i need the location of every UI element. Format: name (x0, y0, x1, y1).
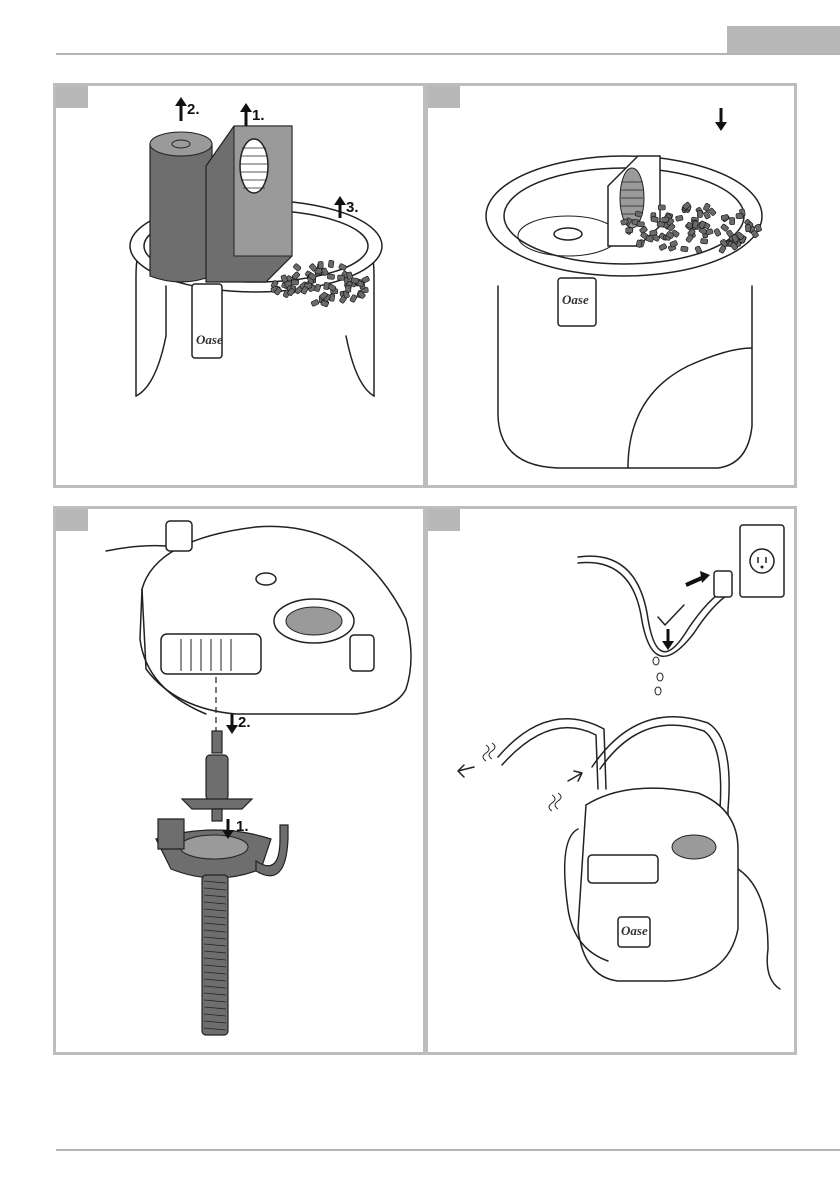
header-rule (56, 53, 840, 55)
brand-logo: Oase (562, 292, 589, 307)
brand-logo: Oase (621, 923, 648, 938)
fill-pellets-illustration: Oase (428, 86, 797, 488)
illustration-panel-impeller: 2. 1. (53, 506, 426, 1055)
step-label-1: 1. (252, 107, 265, 124)
arrow-up-icon (240, 103, 252, 126)
header-language-tab (727, 26, 840, 53)
water-drop-icon (653, 657, 663, 695)
arrow-down-icon (715, 108, 727, 131)
water-flow-icon (549, 771, 582, 811)
arrow-down-icon (662, 629, 674, 650)
water-flow-icon (458, 743, 495, 777)
check-icon (658, 605, 684, 625)
remove-filter-illustration: Oase 2. 1. 3. (56, 86, 426, 488)
wall-socket-icon (740, 525, 784, 597)
step-label-3: 3. (346, 199, 359, 216)
step-label-1: 1. (236, 818, 249, 835)
connect-illustration: Oase (428, 509, 797, 1055)
impeller-illustration: 2. 1. (56, 509, 426, 1055)
illustration-panel-connect: Oase (425, 506, 797, 1055)
brand-logo: Oase (196, 332, 223, 347)
step-label-2: 2. (187, 101, 200, 118)
footer-rule (56, 1149, 840, 1151)
arrow-up-icon (175, 97, 187, 121)
step-label-2: 2. (238, 714, 251, 731)
arrow-up-icon (686, 571, 710, 585)
illustration-panel-fill-pellets: Oase (425, 83, 797, 488)
illustration-panel-remove-filter: Oase 2. 1. 3. (53, 83, 426, 488)
arrow-down-icon (226, 714, 238, 734)
